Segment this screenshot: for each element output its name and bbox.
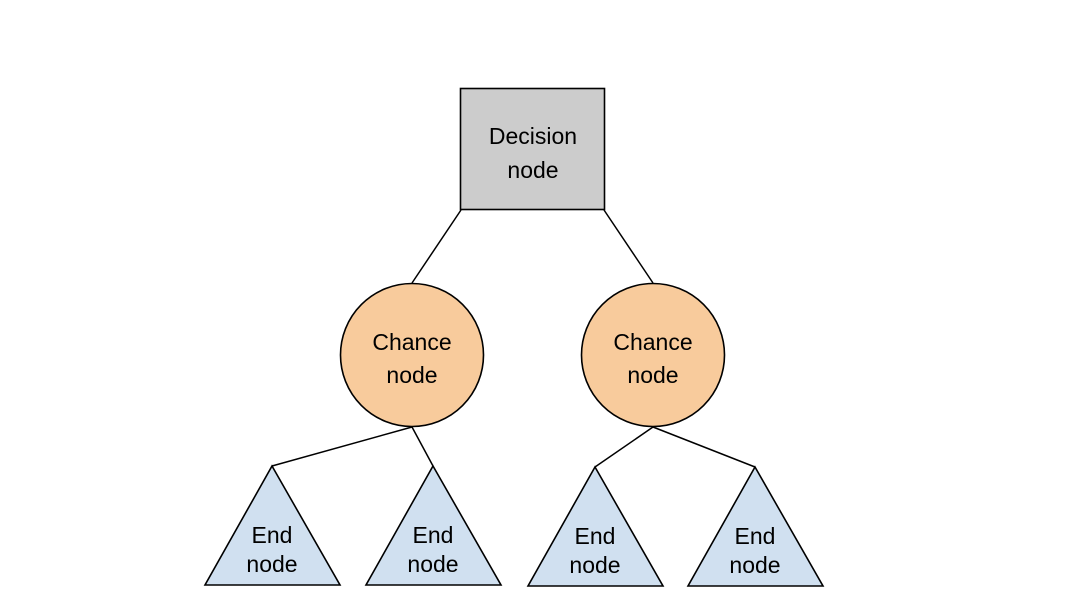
end-node-1-label-line2: node bbox=[246, 551, 297, 577]
end-node-4-label-line1: End bbox=[735, 523, 776, 549]
end-node-2-triangle[interactable] bbox=[364, 464, 503, 586]
chance-node-left-label-line1: Chance bbox=[372, 329, 451, 355]
edge-group-decision-to-chance bbox=[411, 209, 654, 284]
end-node-3-label-line2: node bbox=[569, 552, 620, 578]
end-node-3-label-line1: End bbox=[575, 523, 616, 549]
end-node-1[interactable]: End node bbox=[203, 464, 342, 586]
edge-chance-right-to-end-3 bbox=[594, 426, 654, 468]
edge-chance-right-to-end-4 bbox=[652, 426, 756, 468]
edge-chance-left-to-end-2 bbox=[411, 426, 434, 467]
end-node-3-triangle[interactable] bbox=[526, 465, 665, 587]
end-node-4-label-line2: node bbox=[729, 552, 780, 578]
chance-node-left-circle[interactable] bbox=[339, 282, 485, 428]
decision-node-label-line1: Decision bbox=[489, 123, 577, 149]
chance-node-left[interactable]: Chance node bbox=[339, 282, 485, 428]
end-node-4-triangle[interactable] bbox=[686, 465, 825, 587]
end-node-2[interactable]: End node bbox=[364, 464, 503, 586]
chance-node-right-label-line2: node bbox=[627, 362, 678, 388]
decision-node-label-line2: node bbox=[507, 157, 558, 183]
decision-node-rect[interactable] bbox=[459, 87, 606, 211]
end-node-4[interactable]: End node bbox=[686, 465, 825, 587]
chance-node-right[interactable]: Chance node bbox=[580, 282, 726, 428]
chance-node-right-circle[interactable] bbox=[580, 282, 726, 428]
edge-chance-left-to-end-1 bbox=[271, 426, 413, 467]
end-node-1-label-line1: End bbox=[252, 522, 293, 548]
edge-group-chance-to-end bbox=[271, 426, 756, 468]
end-node-2-label-line2: node bbox=[407, 551, 458, 577]
end-node-3[interactable]: End node bbox=[526, 465, 665, 587]
edge-decision-to-chance-right bbox=[603, 209, 654, 284]
end-node-2-label-line1: End bbox=[413, 522, 454, 548]
decision-node[interactable]: Decision node bbox=[459, 87, 606, 211]
end-node-1-triangle[interactable] bbox=[203, 464, 342, 586]
edge-decision-to-chance-left bbox=[411, 209, 462, 284]
chance-node-left-label-line2: node bbox=[386, 362, 437, 388]
chance-node-right-label-line1: Chance bbox=[613, 329, 692, 355]
